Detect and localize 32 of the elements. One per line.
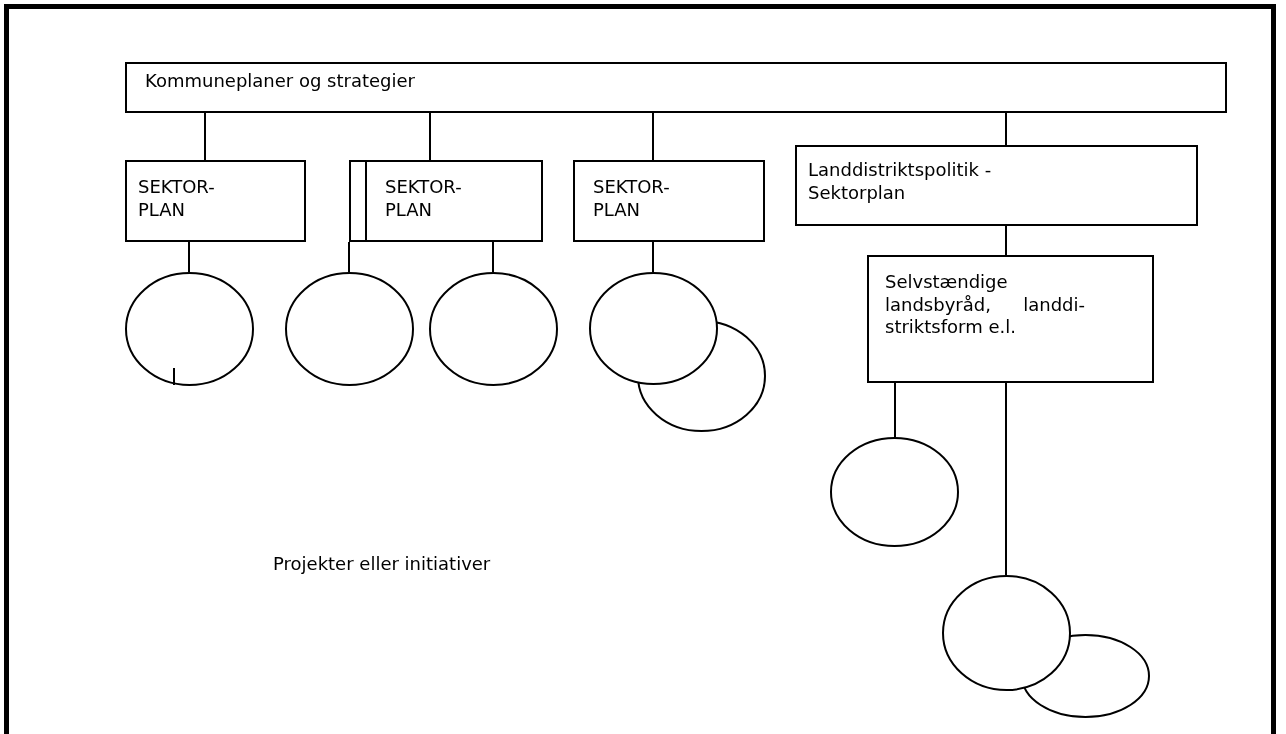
project-ellipse — [942, 575, 1071, 691]
box-label: SEKTOR- PLAN — [138, 176, 216, 221]
plan-box — [867, 255, 1154, 383]
plan-box — [365, 160, 543, 242]
connector-line — [1005, 225, 1007, 256]
plan-box — [795, 145, 1198, 226]
connector-line — [204, 112, 206, 161]
connector-line — [492, 241, 494, 273]
project-ellipse — [589, 272, 718, 385]
project-ellipse — [285, 272, 414, 386]
plan-box — [573, 160, 765, 242]
project-ellipse — [637, 320, 766, 432]
connector-line — [652, 112, 654, 161]
box-label: Landdistriktspolitik - Sektorplan — [808, 159, 993, 204]
box-label: SEKTOR- PLAN — [593, 176, 671, 221]
box-label: SEKTOR- PLAN — [385, 176, 463, 221]
connector-line — [188, 241, 190, 273]
connector-line — [652, 241, 654, 273]
connector-line — [348, 241, 350, 273]
project-ellipse — [429, 272, 558, 386]
note-text: Projekter eller initiativer — [273, 553, 491, 574]
plan-box — [125, 160, 306, 242]
plan-box — [125, 62, 1227, 113]
project-ellipse — [125, 272, 254, 386]
connector-line — [429, 112, 431, 161]
connector-line — [1005, 112, 1007, 146]
box-label: Selvstændige landsbyråd, landdi- striktsform e.l. — [885, 271, 1085, 339]
box-label: Kommuneplaner og strategier — [145, 70, 416, 93]
connector-line — [894, 382, 896, 438]
project-ellipse — [830, 437, 959, 547]
connector-line — [1005, 382, 1007, 576]
project-ellipse — [1021, 634, 1150, 718]
